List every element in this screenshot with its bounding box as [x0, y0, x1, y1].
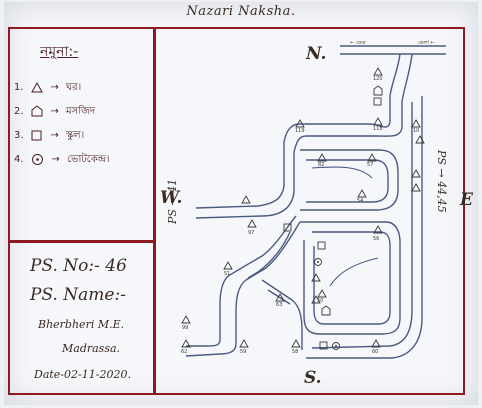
square-icon — [31, 130, 42, 140]
house-number: 119 — [295, 128, 305, 134]
road-north — [195, 53, 413, 219]
top-road-label: ← ক্ষেত্র — [350, 40, 366, 46]
house-number: 118 — [373, 126, 383, 132]
house-number: 57 — [367, 162, 373, 168]
school-icon — [317, 241, 326, 250]
ps-date: Date-02-11-2020. — [34, 368, 131, 381]
house-number: 51 — [224, 271, 230, 277]
top-road-label: ভেলা ← — [418, 40, 435, 46]
school-icon — [373, 97, 382, 106]
road-middle — [261, 279, 303, 350]
ps-name-line2: Madrassa. — [62, 342, 121, 355]
legend-label: ঘর। — [65, 82, 82, 93]
legend-number: 1. — [14, 82, 24, 93]
road-inner-loop — [300, 149, 399, 211]
houses: 120 118 119 82 57 54 56 97 50 63 59 58 6… — [181, 67, 425, 355]
frame-divider-horizontal — [10, 240, 154, 243]
map-title: Nazari Naksha. — [186, 4, 296, 19]
legend-number: 3. — [14, 130, 24, 141]
legend-heading: নমুনা:- — [40, 44, 79, 60]
legend-item-mosque: 2. → মসজিদ — [14, 104, 95, 121]
arrow-icon: → — [50, 82, 59, 93]
map-frame — [8, 27, 465, 395]
house-number: 50 — [317, 298, 323, 304]
compass-east: E — [460, 190, 473, 210]
house-number: 60 — [372, 349, 378, 355]
arrow-icon: → — [50, 106, 59, 117]
house-number: 99 — [182, 325, 188, 331]
road-west-branch — [185, 215, 301, 357]
school-icon — [283, 223, 292, 232]
legend-item-school: 3. → স্কুল। — [14, 128, 84, 145]
house-number: 58 — [292, 349, 298, 355]
legend-item-house: 1. → ঘর। — [14, 80, 81, 97]
mosque-icon — [31, 105, 43, 117]
paper-sheet — [4, 2, 478, 405]
legend-number: 2. — [14, 106, 24, 117]
house-number: 59 — [240, 349, 246, 355]
arrow-icon: → — [51, 154, 60, 165]
polling-centre-icon — [314, 258, 322, 266]
mosque-icon — [373, 85, 383, 96]
house-number: 63 — [276, 302, 282, 308]
road-south-loop — [300, 221, 401, 335]
legend-label: মসজিদ — [65, 106, 96, 117]
ps-name-label: PS. Name:- — [30, 285, 126, 305]
house-number: 97 — [248, 230, 254, 236]
polling-centre-icon — [332, 342, 340, 350]
arrow-icon: → — [50, 130, 59, 141]
road-top — [340, 45, 446, 55]
school-icon — [319, 341, 328, 350]
house-number: 62 — [181, 349, 187, 355]
ps-number: PS. No:- 46 — [30, 256, 127, 276]
road-east — [306, 96, 423, 359]
legend-label: স্কুল। — [65, 130, 85, 141]
compass-south: S. — [304, 368, 322, 388]
road-arrow-arc — [311, 166, 373, 179]
house-number: 56 — [373, 236, 379, 242]
legend-number: 4. — [14, 154, 24, 165]
road-arrow-arc — [329, 257, 379, 287]
frame-divider-vertical — [153, 29, 156, 393]
house-number: 10 — [413, 128, 419, 134]
legend-item-polling-centre: 4. → ভোটকেন্দ্র। — [14, 152, 110, 169]
ps-name-line1: Bherbheri M.E. — [38, 318, 125, 331]
mosque-icon — [321, 305, 331, 316]
polling-centre-icon — [32, 153, 44, 165]
triangle-icon — [31, 81, 44, 92]
compass-north: N. — [306, 44, 327, 64]
house-number: 54 — [357, 198, 363, 204]
house-number: 82 — [318, 162, 324, 168]
house-number: 120 — [373, 76, 383, 82]
compass-west: W. — [160, 188, 183, 208]
legend-label: ভোটকেন্দ্র। — [66, 154, 110, 165]
